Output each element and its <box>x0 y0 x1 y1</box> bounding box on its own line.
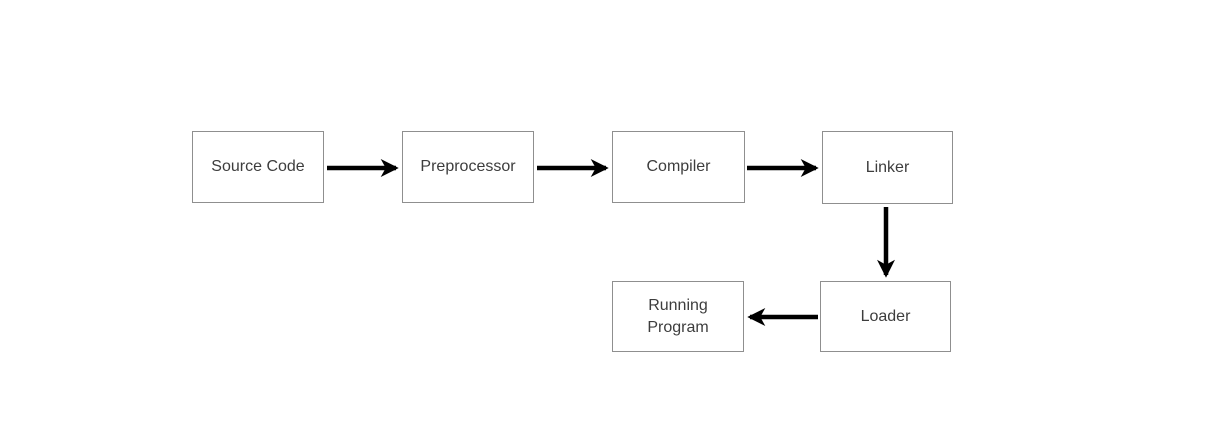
node-running-program: Running Program <box>612 281 744 352</box>
node-loader-label: Loader <box>860 307 911 325</box>
node-loader: Loader <box>820 281 951 352</box>
node-linker: Linker <box>822 131 953 204</box>
node-compiler-label: Compiler <box>646 158 711 176</box>
node-linker-label: Linker <box>865 158 910 176</box>
node-compiler: Compiler <box>612 131 745 203</box>
node-source-code: Source Code <box>192 131 324 203</box>
node-preprocessor-label: Preprocessor <box>420 158 516 176</box>
node-preprocessor: Preprocessor <box>402 131 534 203</box>
node-running-program-label: Running Program <box>647 296 709 336</box>
node-source-code-label: Source Code <box>211 158 305 176</box>
